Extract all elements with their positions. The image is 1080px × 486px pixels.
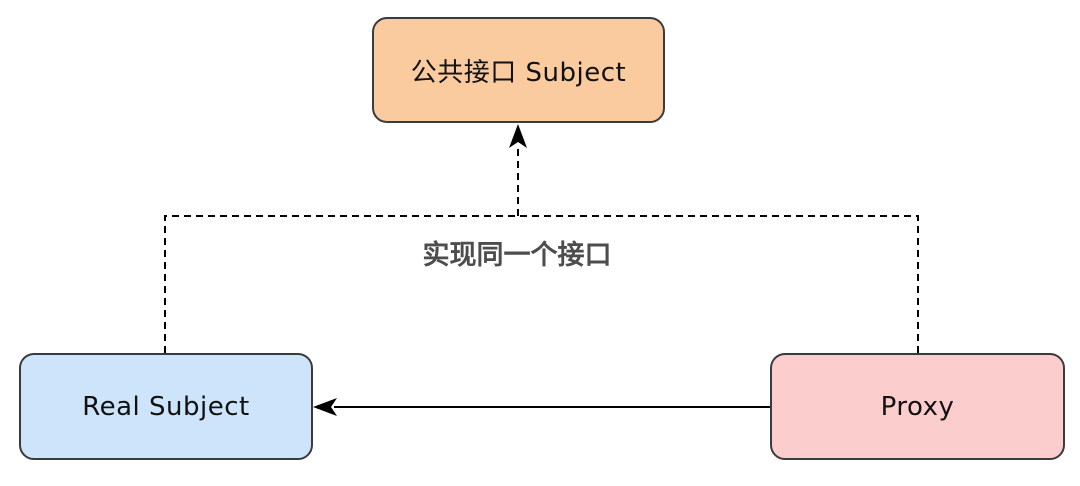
up-arrowhead-icon [509, 124, 527, 148]
node-real-subject-label: Real Subject [82, 391, 250, 422]
implements-edge-label: 实现同一个接口 [422, 240, 612, 270]
left-arrowhead-icon [313, 398, 337, 416]
node-subject-label: 公共接口 Subject [410, 57, 627, 88]
node-proxy: Proxy [770, 353, 1065, 460]
node-proxy-label: Proxy [880, 391, 955, 422]
node-subject: 公共接口 Subject [372, 17, 665, 123]
node-real-subject: Real Subject [19, 353, 313, 460]
